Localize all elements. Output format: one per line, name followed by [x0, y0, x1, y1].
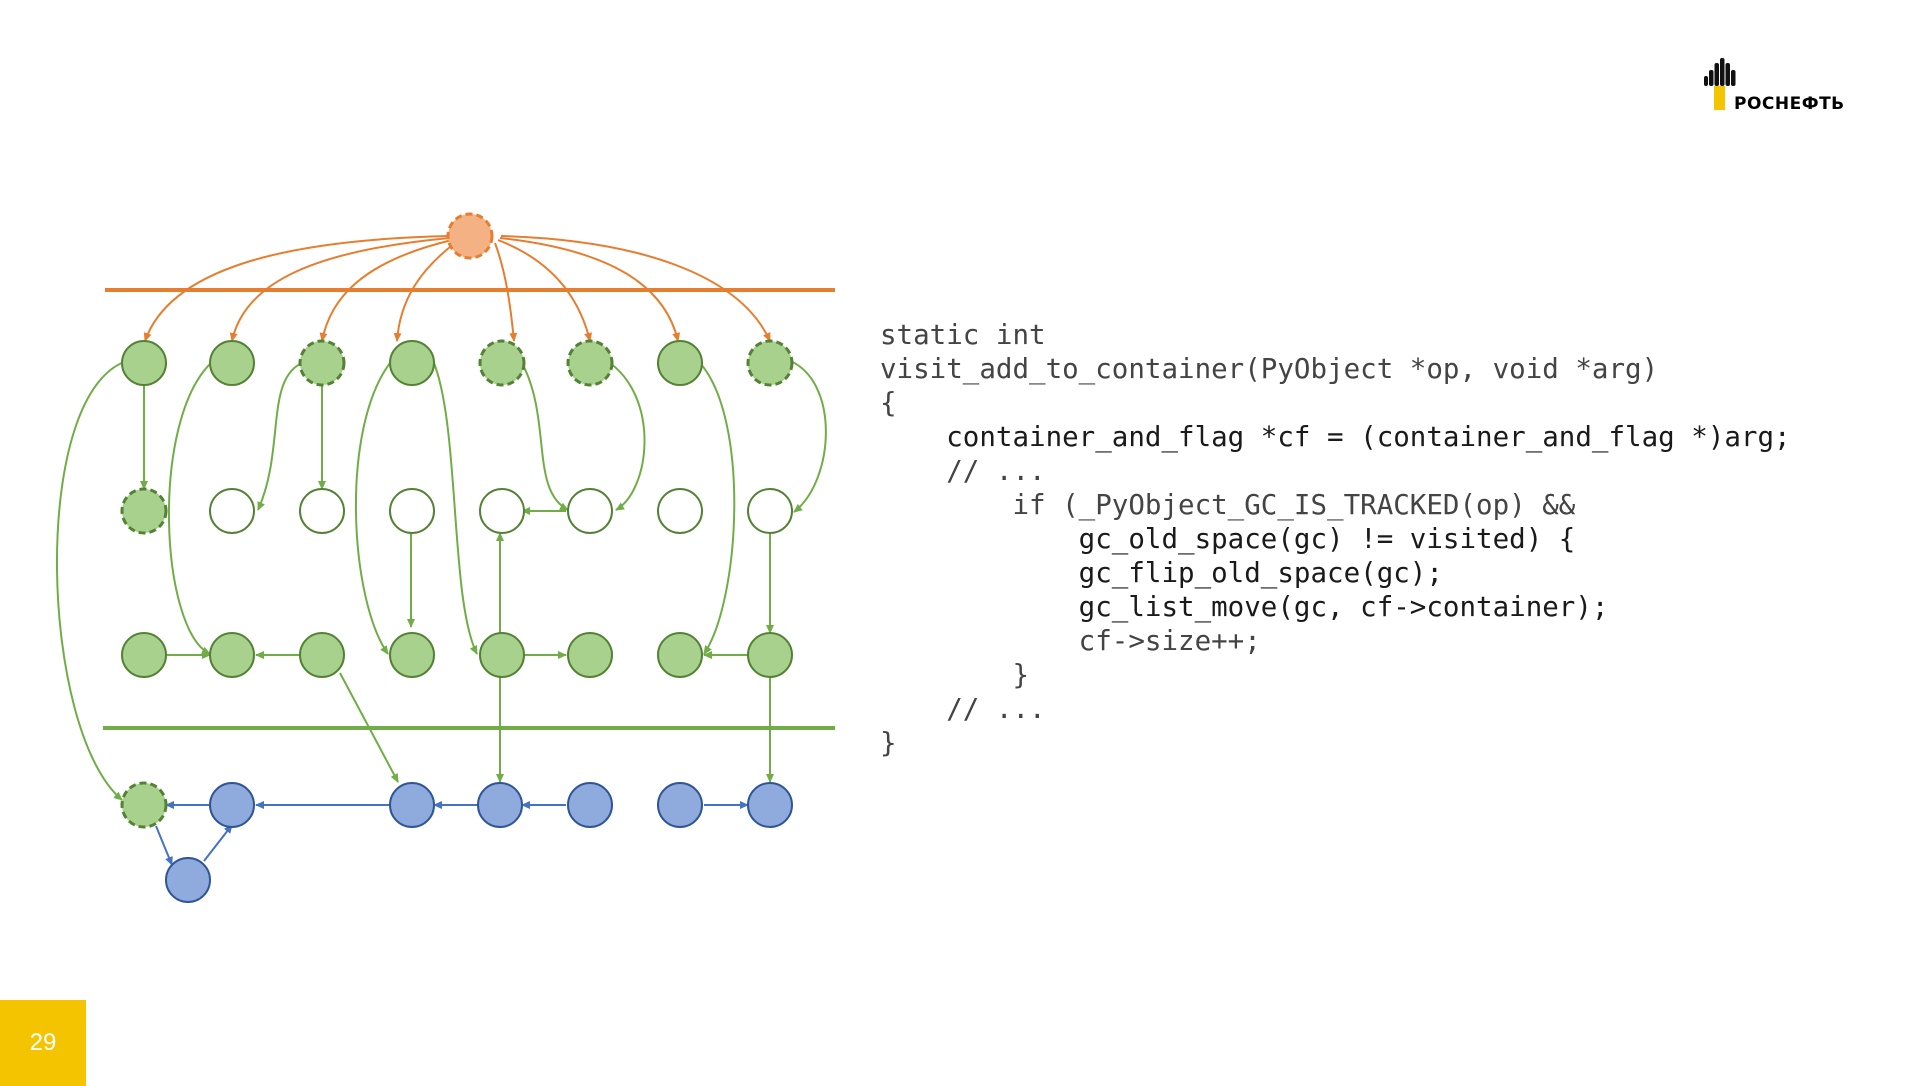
green-edge: [339, 672, 399, 783]
code-line: }: [880, 659, 1030, 691]
code-line: gc_flip_old_space(gc);: [880, 557, 1443, 589]
node-r3c6: [567, 632, 613, 678]
green-edge: [521, 362, 569, 511]
node-r4c8: [747, 782, 793, 828]
code-line: gc_list_move(gc, cf->container);: [880, 591, 1609, 623]
code-line: {: [880, 387, 897, 419]
green-edge: [257, 362, 303, 511]
node-r1c2: [209, 340, 255, 386]
code-line: if (_PyObject_GC_IS_TRACKED(op) &&: [880, 489, 1576, 521]
node-r1c7: [657, 340, 703, 386]
node-r2c5: [479, 488, 525, 534]
root-node: [446, 212, 494, 260]
orange-edge: [499, 237, 681, 342]
node-r1c5: [478, 339, 526, 387]
green-edge: [167, 361, 213, 655]
rosneft-logo: РОСНЕФТЬ: [1700, 56, 1880, 116]
orange-edge: [319, 239, 453, 342]
orange-edge: [497, 239, 592, 342]
orange-edge: [500, 235, 771, 342]
orange-edge: [494, 242, 518, 342]
page-number: 29: [0, 1000, 86, 1086]
node-r3c8: [747, 632, 793, 678]
green-edge: [699, 362, 736, 655]
node-r2c6: [567, 488, 613, 534]
node-r1c3: [298, 339, 346, 387]
rosneft-logo-icon: [1704, 58, 1736, 110]
node-r4c4: [389, 782, 435, 828]
node-r4c7: [657, 782, 703, 828]
green-edge: [355, 362, 391, 655]
node-r2c8: [747, 488, 793, 534]
node-r4c5: [477, 782, 523, 828]
node-r1c1: [121, 340, 167, 386]
code-line: }: [880, 727, 897, 759]
green-edges: [56, 359, 827, 801]
node-r1c4: [389, 340, 435, 386]
gc-object-graph: [56, 212, 835, 903]
code-line: gc_old_space(gc) != visited) {: [880, 523, 1576, 555]
code-line: cf->size++;: [880, 625, 1261, 657]
code-line: visit_add_to_container(PyObject *op, voi…: [880, 353, 1659, 385]
node-r3c7: [657, 632, 703, 678]
node-r3c4: [389, 632, 435, 678]
node-r1c8: [746, 339, 794, 387]
node-r4c6: [567, 782, 613, 828]
node-r3c2: [209, 632, 255, 678]
node-r1c6: [566, 339, 614, 387]
green-edge: [609, 362, 646, 511]
node-r2c2: [209, 488, 255, 534]
node-r2c1: [120, 487, 168, 535]
node-r3c3: [299, 632, 345, 678]
node-r4c1: [120, 781, 168, 829]
orange-edge: [143, 235, 450, 342]
code-line: static int: [880, 319, 1046, 351]
blue-edge: [203, 824, 233, 862]
code-line: container_and_flag *cf = (container_and_…: [880, 421, 1791, 453]
node-r2c4: [389, 488, 435, 534]
node-r3c1: [121, 632, 167, 678]
code-line: // ...: [880, 455, 1046, 487]
blue-edges: [155, 801, 749, 866]
code-line: // ...: [880, 693, 1046, 725]
green-edge: [433, 362, 478, 655]
orange-edge: [393, 242, 456, 342]
node-r2c7: [657, 488, 703, 534]
blue-edge: [155, 825, 173, 866]
node-r2c3: [299, 488, 345, 534]
green-edge: [56, 361, 125, 801]
green-edge: [787, 359, 827, 513]
node-r3c5: [479, 632, 525, 678]
orange-edge: [229, 237, 451, 342]
node-r4c2: [209, 782, 255, 828]
rosneft-logo-text: РОСНЕФТЬ: [1734, 94, 1845, 114]
node-r5: [165, 857, 211, 903]
orange-edges: [143, 235, 771, 342]
